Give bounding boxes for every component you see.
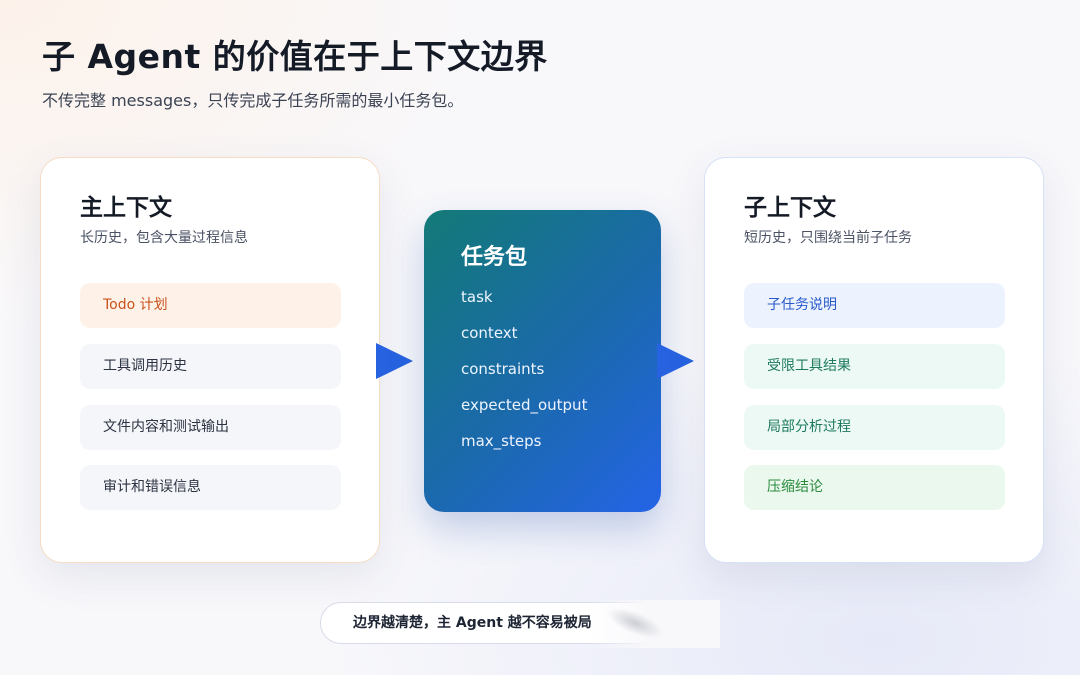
main-context-title: 主上下文 xyxy=(80,195,172,221)
task-package-card: 任务包 task context constraints expected_ou… xyxy=(424,210,661,512)
sub-context-item: 压缩结论 xyxy=(744,465,1005,510)
arrow-right-icon xyxy=(376,343,413,379)
main-context-card: 主上下文 长历史，包含大量过程信息 Todo 计划 工具调用历史 文件内容和测试… xyxy=(40,157,380,563)
sub-context-item: 受限工具结果 xyxy=(744,344,1005,389)
task-package-field: context xyxy=(461,324,518,342)
arrow-right-icon xyxy=(657,343,694,379)
page-subtitle: 不传完整 messages，只传完成子任务所需的最小任务包。 xyxy=(42,91,464,110)
task-package-field: task xyxy=(461,288,493,306)
sub-context-item: 子任务说明 xyxy=(744,283,1005,328)
sub-context-description: 短历史，只围绕当前子任务 xyxy=(744,230,912,246)
main-context-item: Todo 计划 xyxy=(80,283,341,328)
main-context-item: 文件内容和测试输出 xyxy=(80,405,341,450)
main-context-item: 审计和错误信息 xyxy=(80,465,341,510)
task-package-title: 任务包 xyxy=(461,245,528,270)
task-package-field: expected_output xyxy=(461,396,588,414)
task-package-field: constraints xyxy=(461,360,545,378)
sub-context-title: 子上下文 xyxy=(744,195,836,221)
task-package-field: max_steps xyxy=(461,432,542,450)
main-context-item: 工具调用历史 xyxy=(80,344,341,389)
sub-context-item: 局部分析过程 xyxy=(744,405,1005,450)
page-title: 子 Agent 的价值在于上下文边界 xyxy=(42,37,548,76)
main-context-description: 长历史，包含大量过程信息 xyxy=(80,230,248,246)
sub-context-card: 子上下文 短历史，只围绕当前子任务 子任务说明 受限工具结果 局部分析过程 压缩… xyxy=(704,157,1044,563)
